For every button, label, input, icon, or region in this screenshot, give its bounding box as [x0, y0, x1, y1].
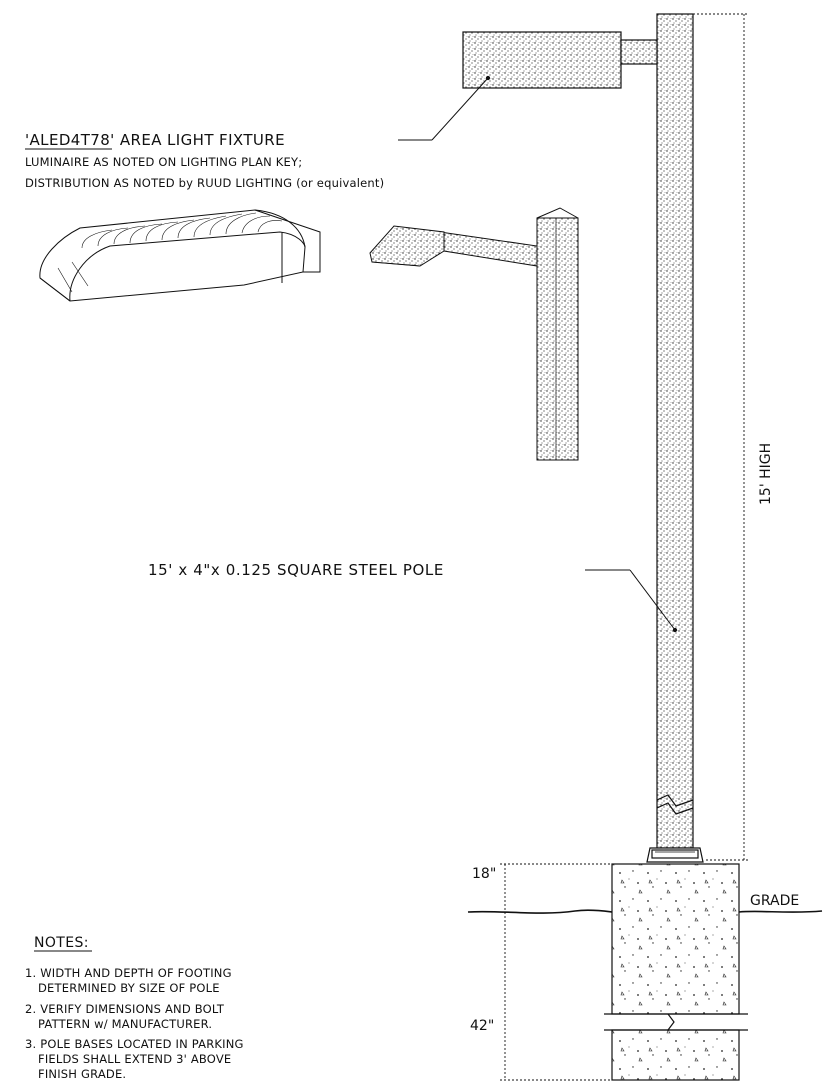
fixture-leader [398, 75, 491, 141]
note-3-line-3: FINISH GRADE. [38, 1067, 126, 1081]
footing-below-grade-dimension: 42" [470, 1018, 494, 1034]
note-1-line-2: DETERMINED BY SIZE OF POLE [38, 981, 220, 995]
fixture-arm [620, 39, 658, 65]
fixture-note-line-2: DISTRIBUTION AS NOTED by RUUD LIGHTING (… [25, 176, 384, 190]
pole-spec-label: 15' x 4"x 0.125 SQUARE STEEL POLE [148, 561, 444, 579]
pole-break-mark [656, 794, 694, 807]
pole-height-label: 15' HIGH [758, 443, 774, 505]
footing-above-grade-dimension: 18" [472, 866, 496, 882]
fixture-title: 'ALED4T78' AREA LIGHT FIXTURE [25, 131, 285, 149]
note-2-line-2: PATTERN w/ MANUFACTURER. [38, 1017, 212, 1031]
pole-elevation [462, 13, 704, 863]
note-1-line-1: 1. WIDTH AND DEPTH OF FOOTING [25, 966, 232, 980]
footing-break-mark [667, 1013, 675, 1031]
notes-title: NOTES: [34, 935, 89, 951]
footing-upper [611, 863, 740, 1015]
side-view-pole [536, 217, 579, 461]
pole-height-dimension [693, 13, 748, 861]
note-3-line-1: 3. POLE BASES LOCATED IN PARKING [25, 1037, 244, 1051]
fixture-note-line-1: LUMINAIRE AS NOTED ON LIGHTING PLAN KEY; [25, 155, 302, 169]
pole-shaft [656, 13, 694, 849]
general-notes: NOTES: 1. WIDTH AND DEPTH OF FOOTING DET… [25, 935, 244, 1081]
pole-leader [585, 569, 678, 633]
note-2-line-1: 2. VERIFY DIMENSIONS AND BOLT [25, 1002, 225, 1016]
side-view-arm [439, 231, 538, 267]
note-3-line-2: FIELDS SHALL EXTEND 3' ABOVE [38, 1052, 231, 1066]
grade-label: GRADE [750, 893, 799, 909]
side-view-head [369, 225, 445, 267]
fixture-side-view [369, 207, 579, 461]
footing-dimensions [500, 863, 612, 1081]
concrete-footing [604, 863, 748, 1081]
footing-lower [611, 1029, 740, 1081]
luminaire-perspective [39, 209, 321, 302]
grade-line [467, 909, 613, 914]
